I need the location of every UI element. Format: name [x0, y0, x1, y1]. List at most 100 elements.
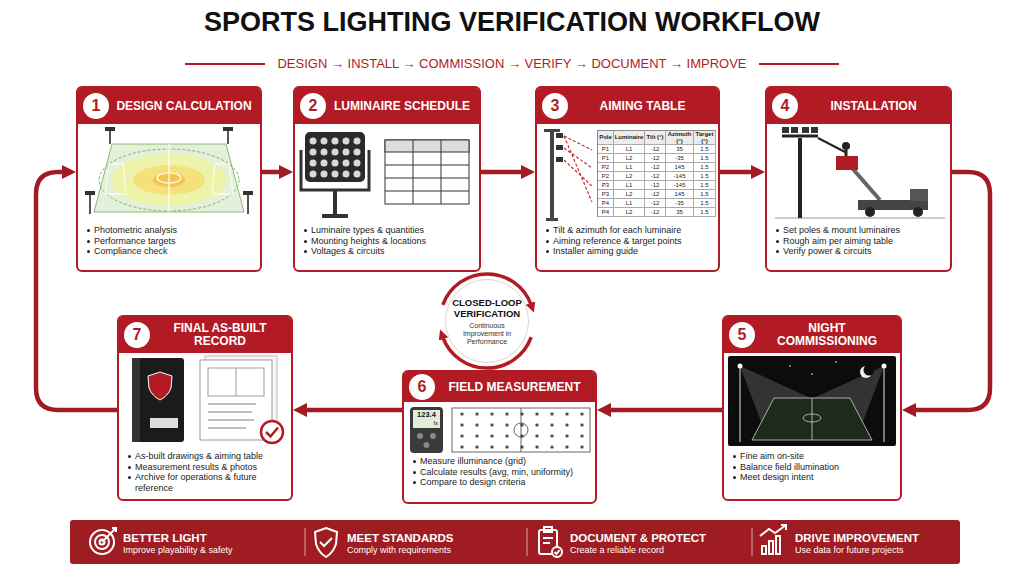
- installation-scene-part: [913, 207, 923, 217]
- light-meter-part: [430, 433, 436, 439]
- step-number-text: 5: [738, 326, 747, 344]
- step-card: NIGHT COMMISSIONINGFine aim on-siteBalan…: [722, 315, 902, 501]
- benefit-band-part-part: [769, 541, 773, 554]
- floodlight-part: [322, 214, 348, 218]
- floodlight-part-part: [321, 149, 328, 156]
- field-plan-part-part: [109, 130, 111, 144]
- benefit-band-part-part: [112, 528, 116, 532]
- bullet-text: Tilt & azimuth for each luminaire: [544, 225, 713, 236]
- bullet-text: Fine aim on-site: [731, 451, 895, 462]
- field-plan-part: [212, 164, 233, 194]
- field-plan-part-part: [223, 127, 233, 131]
- table-cell: Target (°): [694, 131, 716, 145]
- floodlight-part-part: [310, 138, 317, 145]
- benefit-band-part-part: [320, 538, 332, 546]
- floodlight-part-part: [343, 171, 350, 178]
- benefit-band-part-part: [555, 550, 560, 554]
- benefit-text: Create a reliable record: [570, 545, 745, 556]
- table-cell: -12: [645, 172, 666, 181]
- table-cell: P2: [598, 163, 614, 172]
- night-stadium-part: [812, 398, 813, 440]
- table-cell: L1: [614, 199, 645, 208]
- table-cell: P3: [598, 190, 614, 199]
- table-cell: -12: [645, 145, 666, 154]
- floodlight-part-part: [332, 160, 339, 167]
- record-binder: [132, 358, 184, 442]
- floodlight-part-part: [332, 138, 339, 145]
- table-cell: P2: [598, 172, 614, 181]
- table-cell: 145: [666, 163, 694, 172]
- installation-scene-part: [791, 127, 798, 133]
- floodlight-part-part: [310, 171, 317, 178]
- floodlight-part: [333, 190, 337, 216]
- table-cell: 1.5: [694, 163, 716, 172]
- bullet-text: Aiming reference & target points: [544, 236, 713, 247]
- benefit-band-part-part: [527, 528, 528, 556]
- bullet-list: As-built drawings & aiming tableMeasurem…: [126, 451, 286, 496]
- light-meter-part: [424, 442, 430, 448]
- meter-reading: 123.4: [413, 410, 440, 419]
- aiming-pole-part: [556, 157, 563, 162]
- installation-scene-part: [842, 142, 850, 150]
- record-sheet-part-part: [208, 427, 246, 429]
- measurement-grid-part: [454, 408, 590, 452]
- floodlight-part-part: [321, 138, 328, 145]
- bullet-list: Fine aim on-siteBalance field illuminati…: [731, 451, 895, 496]
- bullet-text: Archive for operations & future referenc…: [126, 472, 286, 493]
- record-sheet: [200, 356, 283, 443]
- schedule-sheet-part: [385, 140, 469, 152]
- bullet-text: Compliance check: [85, 246, 255, 257]
- field-plan-part: [168, 144, 169, 212]
- flow-arrow: [720, 170, 751, 175]
- flow-arrow: [481, 170, 521, 175]
- benefit-band-part: [90, 525, 786, 557]
- floodlight-part: [310, 138, 361, 178]
- step-card: FIELD MEASUREMENTMeasure illuminance (gr…: [402, 370, 597, 504]
- aiming-pole: [544, 129, 592, 221]
- benefit-band: [70, 520, 960, 564]
- step-number: 3: [542, 93, 568, 119]
- aiming-pole-part: [550, 132, 554, 220]
- benefit-title: BETTER LIGHT: [123, 531, 298, 545]
- hub-title: CLOSED-LOOP VERIFICATION: [450, 297, 524, 319]
- floodlight: [301, 132, 369, 218]
- schedule-sheet: [385, 140, 469, 204]
- table-cell: 145: [666, 190, 694, 199]
- table-cell: -12: [645, 208, 666, 217]
- card-title: AIMING TABLE: [600, 100, 686, 113]
- aiming-pole-part: [544, 129, 560, 132]
- benefit-band-part-part: [781, 525, 786, 530]
- benefit-title: DOCUMENT & PROTECT: [570, 531, 745, 545]
- aiming-table: PoleLuminaireTilt (°)Azimuth (°)Target (…: [597, 130, 716, 217]
- bullet-text: Luminaire types & quantities: [302, 225, 474, 236]
- field-plan-part: [85, 127, 253, 195]
- field-plan-part: [157, 173, 181, 183]
- benefit-band-part: [305, 528, 752, 556]
- record-binder-part: [132, 358, 140, 442]
- night-stadium-part: [882, 364, 887, 369]
- step-number-text: 6: [418, 378, 427, 396]
- step-number-text: 3: [551, 97, 560, 115]
- table-cell: -12: [645, 163, 666, 172]
- record-sheet-part-part: [208, 419, 254, 421]
- table-cell: 1.5: [694, 145, 716, 154]
- table-cell: 1.5: [694, 199, 716, 208]
- record-sheet-part-part: [208, 403, 256, 405]
- schedule-sheet-part: [385, 140, 469, 204]
- table-cell: Azimuth (°): [666, 131, 694, 145]
- table-cell: L2: [614, 172, 645, 181]
- bullet-list: Tilt & azimuth for each luminaireAiming …: [544, 225, 713, 267]
- field-plan-part-part: [105, 127, 115, 131]
- table-cell: -12: [645, 154, 666, 163]
- benefit-band-part-part: [760, 525, 786, 536]
- benefit-item: DRIVE IMPROVEMENTUse data for future pro…: [795, 526, 955, 560]
- record-sheet-part: [208, 404, 256, 428]
- floodlight-part-part: [321, 171, 328, 178]
- record-sheet-part: [236, 368, 237, 396]
- benefit-text: Improve playability & safety: [123, 545, 298, 556]
- bullet-text: Installer aiming guide: [544, 246, 713, 257]
- bullet-text: Voltages & circuits: [302, 246, 474, 257]
- record-sheet-part: [266, 428, 278, 437]
- benefit-band-part-part: [543, 542, 550, 544]
